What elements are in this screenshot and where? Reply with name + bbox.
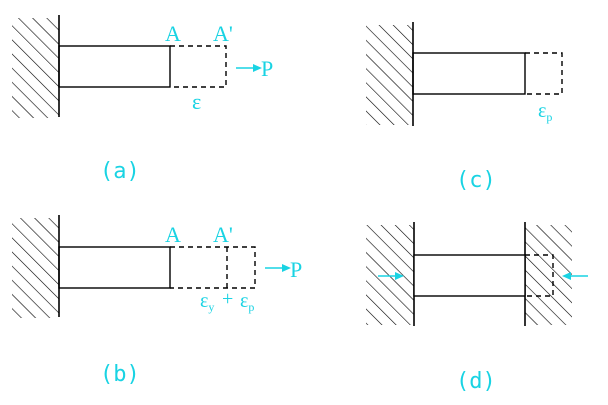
bar-d [413,254,526,297]
wall-hatch-d-left [366,225,414,325]
wall-hatch-c [366,25,413,125]
caption-a: (a) [100,159,140,184]
panel-c: εp (c) [366,22,563,193]
caption-d: (d) [456,369,496,394]
strain-p-label-b: εp [240,290,254,314]
compression-arrowhead-right [562,272,571,280]
panel-b: A A' P εy + εp (b) [12,215,302,387]
plus-label-b: + [222,288,233,310]
point-b-label: A [165,222,181,247]
strain-p-label-c: εp [538,100,552,124]
wall-hatch-a [12,18,59,118]
plastic-extension-c [525,52,563,95]
wall-hatch-d-right [525,225,572,325]
point-a-label: A [165,21,181,46]
force-label-b: P [290,257,302,282]
bar-b [58,246,171,289]
caption-c: (c) [456,168,496,193]
point-a-prime-label: A' [213,21,233,46]
extension-a [170,45,227,88]
compressed-extension-d [525,254,554,297]
force-label-a: P [261,56,273,81]
wall-hatch-b [12,218,59,318]
bar-c [412,52,526,95]
compression-arrowhead-left [395,272,404,280]
panel-d: (d) [366,222,588,394]
force-arrowhead-a [253,64,262,72]
point-b-prime-label: A' [213,222,233,247]
bar-a [58,45,171,88]
force-arrowhead-b [282,264,291,272]
strain-label-a: ε [192,89,201,114]
strain-y-label-b: εy [200,290,214,314]
extension-b [170,246,256,289]
caption-b: (b) [100,362,140,387]
panel-a: A A' P ε (a) [12,15,273,184]
